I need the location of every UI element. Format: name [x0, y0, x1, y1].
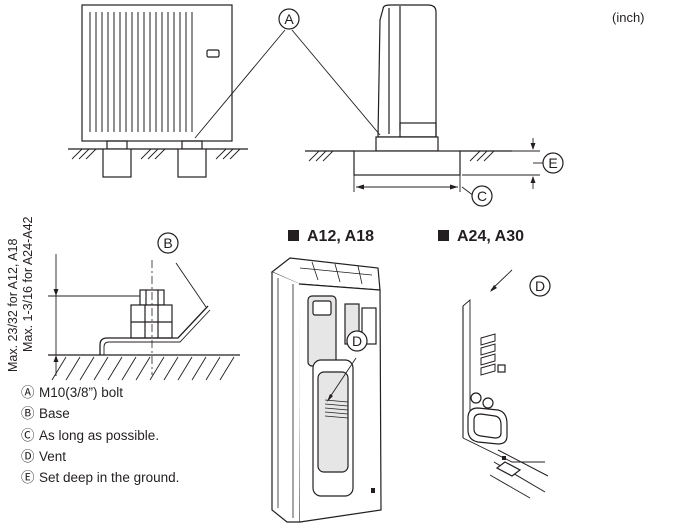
legend-mark: Ⓐ	[21, 385, 35, 400]
legend-mark: Ⓒ	[21, 427, 35, 443]
side-view-unit	[305, 4, 543, 197]
legend-text: Base	[39, 406, 70, 422]
section-label-left-text: A12, A18	[307, 228, 374, 245]
legend-mark: Ⓑ	[21, 406, 35, 422]
fan-grille	[89, 12, 193, 132]
marker-d-circle-right: D	[529, 275, 551, 297]
logo-plate	[206, 49, 220, 58]
svg-text:A: A	[284, 11, 294, 27]
section-square-icon	[438, 230, 449, 241]
unit-label: (inch)	[612, 10, 645, 25]
marker-d-circle-left: D	[346, 330, 368, 352]
legend-text: M10(3/8”) bolt	[39, 385, 124, 400]
legend-text: Set deep in the ground.	[39, 470, 180, 486]
section-label-left: A12, A18	[288, 228, 374, 246]
svg-text:D: D	[535, 278, 545, 294]
bolt-detail	[48, 254, 240, 381]
perspective-unit-a24-a30	[462, 269, 549, 499]
marker-a-circle: A	[278, 8, 300, 30]
legend-item-a: Ⓐ M10(3/8”) bolt	[21, 382, 179, 403]
marker-b-circle: B	[157, 232, 179, 254]
leader-a-front	[194, 29, 286, 139]
section-label-right: A24, A30	[438, 228, 524, 246]
svg-text:D: D	[352, 333, 362, 349]
svg-text:C: C	[477, 188, 487, 204]
height-label-line2: Max. 1-3/16 for A24-A42	[21, 216, 35, 353]
section-square-icon	[288, 230, 299, 241]
svg-text:E: E	[548, 155, 557, 171]
perspective-unit-a12-a18	[270, 257, 382, 523]
marker-c-circle: C	[471, 185, 493, 207]
height-label-line1: Max. 23/32 for A12, A18	[6, 238, 20, 372]
svg-text:B: B	[163, 235, 172, 251]
section-label-right-text: A24, A30	[457, 228, 524, 245]
legend-text: Vent	[39, 448, 67, 464]
legend-text: As long as possible.	[39, 427, 160, 443]
legend-mark: Ⓓ	[21, 448, 35, 464]
front-view-unit	[68, 4, 248, 178]
marker-e-circle: E	[542, 152, 564, 174]
leader-a-side	[291, 29, 381, 136]
legend-mark: Ⓔ	[21, 470, 35, 486]
